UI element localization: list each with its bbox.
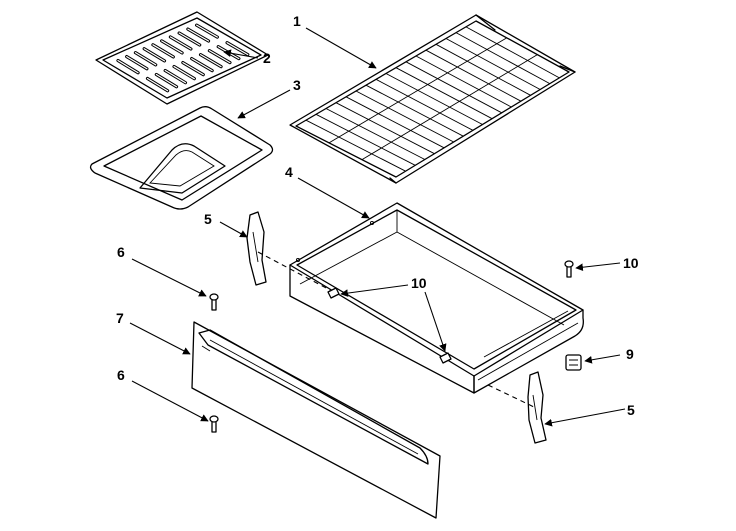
screw-10-right bbox=[564, 260, 574, 278]
screw-10-mid-a bbox=[327, 287, 340, 299]
leader-lines bbox=[129, 27, 626, 427]
grid-slot bbox=[155, 73, 178, 88]
grid-slot bbox=[117, 59, 139, 74]
drawer-glide-right bbox=[527, 371, 547, 444]
callout-10-mid: 10 bbox=[411, 275, 427, 291]
grid-slot bbox=[178, 32, 201, 46]
rack-bar bbox=[405, 61, 502, 114]
grid-slot bbox=[226, 42, 249, 56]
rack-bar bbox=[385, 73, 483, 125]
drawer-front-panel bbox=[191, 321, 441, 519]
grid-slot bbox=[208, 50, 231, 64]
callout-5-right: 5 bbox=[627, 402, 635, 418]
rack-bar bbox=[375, 78, 474, 131]
rack-bar bbox=[425, 49, 522, 102]
grid-slot bbox=[173, 65, 195, 80]
rack-bar bbox=[435, 43, 531, 96]
drawer-clip bbox=[565, 354, 582, 371]
callout-5-left: 5 bbox=[204, 211, 212, 227]
grid-slot bbox=[126, 55, 148, 70]
broiler-pan bbox=[89, 106, 274, 210]
rack-bar bbox=[365, 84, 464, 137]
rack-bar bbox=[455, 32, 550, 85]
broiler-grid bbox=[95, 11, 269, 105]
rack-bar bbox=[445, 38, 541, 90]
rack-bar bbox=[315, 113, 416, 166]
callout-6-top: 6 bbox=[117, 244, 125, 260]
rack-cross-bar bbox=[361, 54, 538, 161]
screw-6-top bbox=[209, 293, 219, 311]
callout-6-bottom: 6 bbox=[117, 367, 125, 383]
rack-bar bbox=[325, 108, 426, 160]
grid-slot bbox=[161, 40, 183, 54]
alignment-line-left bbox=[257, 251, 331, 291]
grid-slot bbox=[134, 52, 157, 66]
callout-4: 4 bbox=[285, 164, 293, 180]
grid-slot bbox=[187, 28, 210, 42]
drawer-glide-left bbox=[246, 211, 267, 286]
grid-slot bbox=[191, 58, 213, 72]
rack-bar bbox=[465, 26, 560, 79]
grid-slot bbox=[146, 77, 169, 92]
rack-bar bbox=[415, 55, 512, 108]
grid-slot bbox=[182, 61, 204, 76]
rack-cross-bar bbox=[328, 37, 507, 144]
screw-6-bottom bbox=[209, 415, 219, 433]
grid-slot bbox=[169, 36, 192, 50]
callout-7: 7 bbox=[116, 310, 124, 326]
rack-bar bbox=[395, 67, 493, 120]
alignment-line-right bbox=[487, 384, 535, 408]
grid-slot bbox=[152, 44, 174, 58]
oven-rack bbox=[289, 14, 576, 184]
grid-slot bbox=[143, 48, 166, 62]
rack-bar bbox=[345, 96, 445, 149]
callout-1: 1 bbox=[293, 13, 301, 29]
rack-bar bbox=[335, 102, 435, 155]
rack-bar bbox=[355, 90, 454, 143]
rack-bar bbox=[305, 119, 406, 172]
screw-10-mid-b bbox=[439, 352, 452, 364]
callout-2: 2 bbox=[263, 50, 271, 66]
storage-drawer bbox=[289, 202, 584, 394]
grid-slot bbox=[199, 54, 222, 68]
grid-slot bbox=[164, 69, 187, 84]
grid-slot bbox=[196, 24, 218, 38]
callout-3: 3 bbox=[293, 77, 301, 93]
callout-10-right: 10 bbox=[623, 255, 639, 271]
callout-9: 9 bbox=[626, 346, 634, 362]
